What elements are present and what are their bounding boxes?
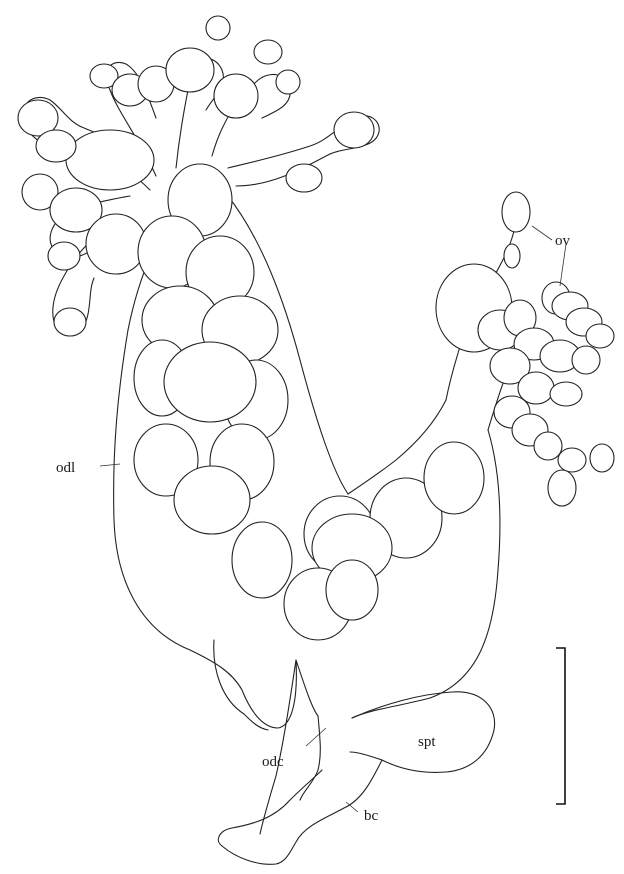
scale-bar [556, 648, 565, 804]
label-ov: ov [555, 233, 571, 249]
spermatheca [350, 692, 495, 773]
label-odl: odl [56, 460, 75, 476]
egg-mass-upper [134, 164, 288, 534]
label-odc: odc [262, 754, 284, 770]
label-bc: bc [364, 808, 379, 824]
bursa-copulatrix [218, 660, 382, 864]
label-spt: spt [418, 734, 436, 750]
